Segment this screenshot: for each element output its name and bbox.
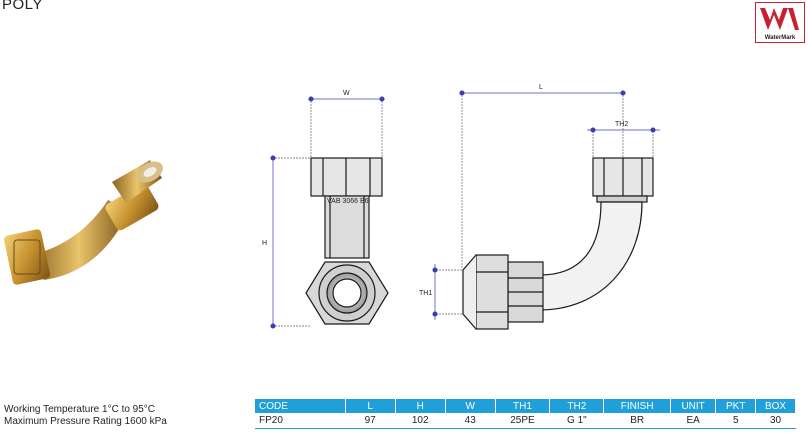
product-photo: [3, 160, 163, 285]
logo-text: WaterMark: [765, 35, 796, 41]
spec-max-pressure: Maximum Pressure Rating 1600 kPa: [4, 415, 167, 427]
cell-l: 97: [345, 413, 396, 429]
cell-unit: EA: [670, 413, 716, 429]
front-dimensions: [270, 96, 385, 329]
cell-pkt: 5: [715, 413, 756, 429]
col-pkt: PKT: [715, 399, 757, 413]
col-w: W: [445, 399, 496, 413]
col-box: BOX: [755, 399, 796, 413]
col-finish: FINISH: [603, 399, 671, 413]
spec-table: CODE L H W TH1 TH2 FINISH UNIT PKT BOX F…: [255, 399, 796, 429]
body-stamp: VAB 3066 B6: [327, 198, 369, 205]
cell-th1: 25PE: [495, 413, 550, 429]
cell-w: 43: [445, 413, 496, 429]
front-view: [305, 157, 389, 325]
col-h: H: [395, 399, 446, 413]
col-code: CODE: [255, 399, 346, 413]
dim-label-h: H: [262, 240, 267, 247]
side-dimensions: [432, 90, 660, 320]
col-th2: TH2: [549, 399, 605, 413]
col-l: L: [345, 399, 396, 413]
side-view: [462, 157, 654, 330]
cell-th2: G 1": [549, 413, 604, 429]
cell-box: 30: [755, 413, 796, 429]
dim-label-l: L: [539, 84, 543, 91]
cell-code: FP20: [255, 413, 346, 429]
dim-label-w: W: [343, 90, 350, 97]
dim-label-th1: TH1: [419, 290, 432, 297]
col-th1: TH1: [495, 399, 551, 413]
watermark-logo: WaterMark: [755, 2, 805, 43]
page-title: POLY: [2, 0, 43, 13]
col-unit: UNIT: [670, 399, 717, 413]
specs-block: Working Temperature 1°C to 95°C Maximum …: [4, 404, 167, 427]
cell-h: 102: [395, 413, 446, 429]
table-header-row: CODE L H W TH1 TH2 FINISH UNIT PKT BOX: [255, 399, 796, 413]
dim-label-th2: TH2: [615, 121, 628, 128]
product-drawing: VAB 3066 B6 W H: [3, 84, 660, 330]
spec-working-temperature: Working Temperature 1°C to 95°C: [4, 404, 156, 415]
cell-finish: BR: [603, 413, 671, 429]
table-row: FP20 97 102 43 25PE G 1" BR EA 5 30: [255, 413, 796, 429]
